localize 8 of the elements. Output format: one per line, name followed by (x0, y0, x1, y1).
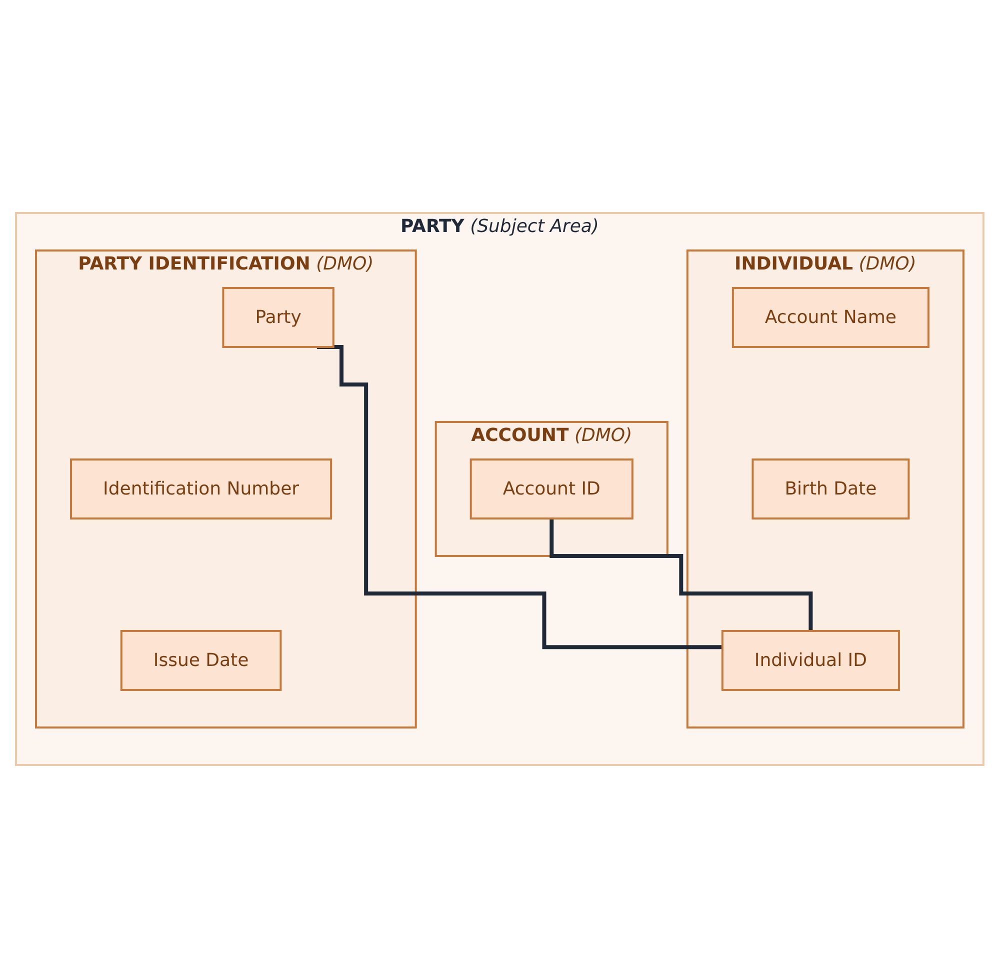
node-box: Party (222, 287, 335, 348)
node-box: Issue Date (120, 630, 282, 691)
node-box: Account Name (732, 287, 930, 348)
node-box: Individual ID (722, 630, 900, 691)
connector (317, 345, 723, 650)
node-box: Account ID (470, 458, 634, 520)
node-box: Birth Date (752, 458, 910, 520)
node-box: Identification Number (70, 458, 332, 520)
